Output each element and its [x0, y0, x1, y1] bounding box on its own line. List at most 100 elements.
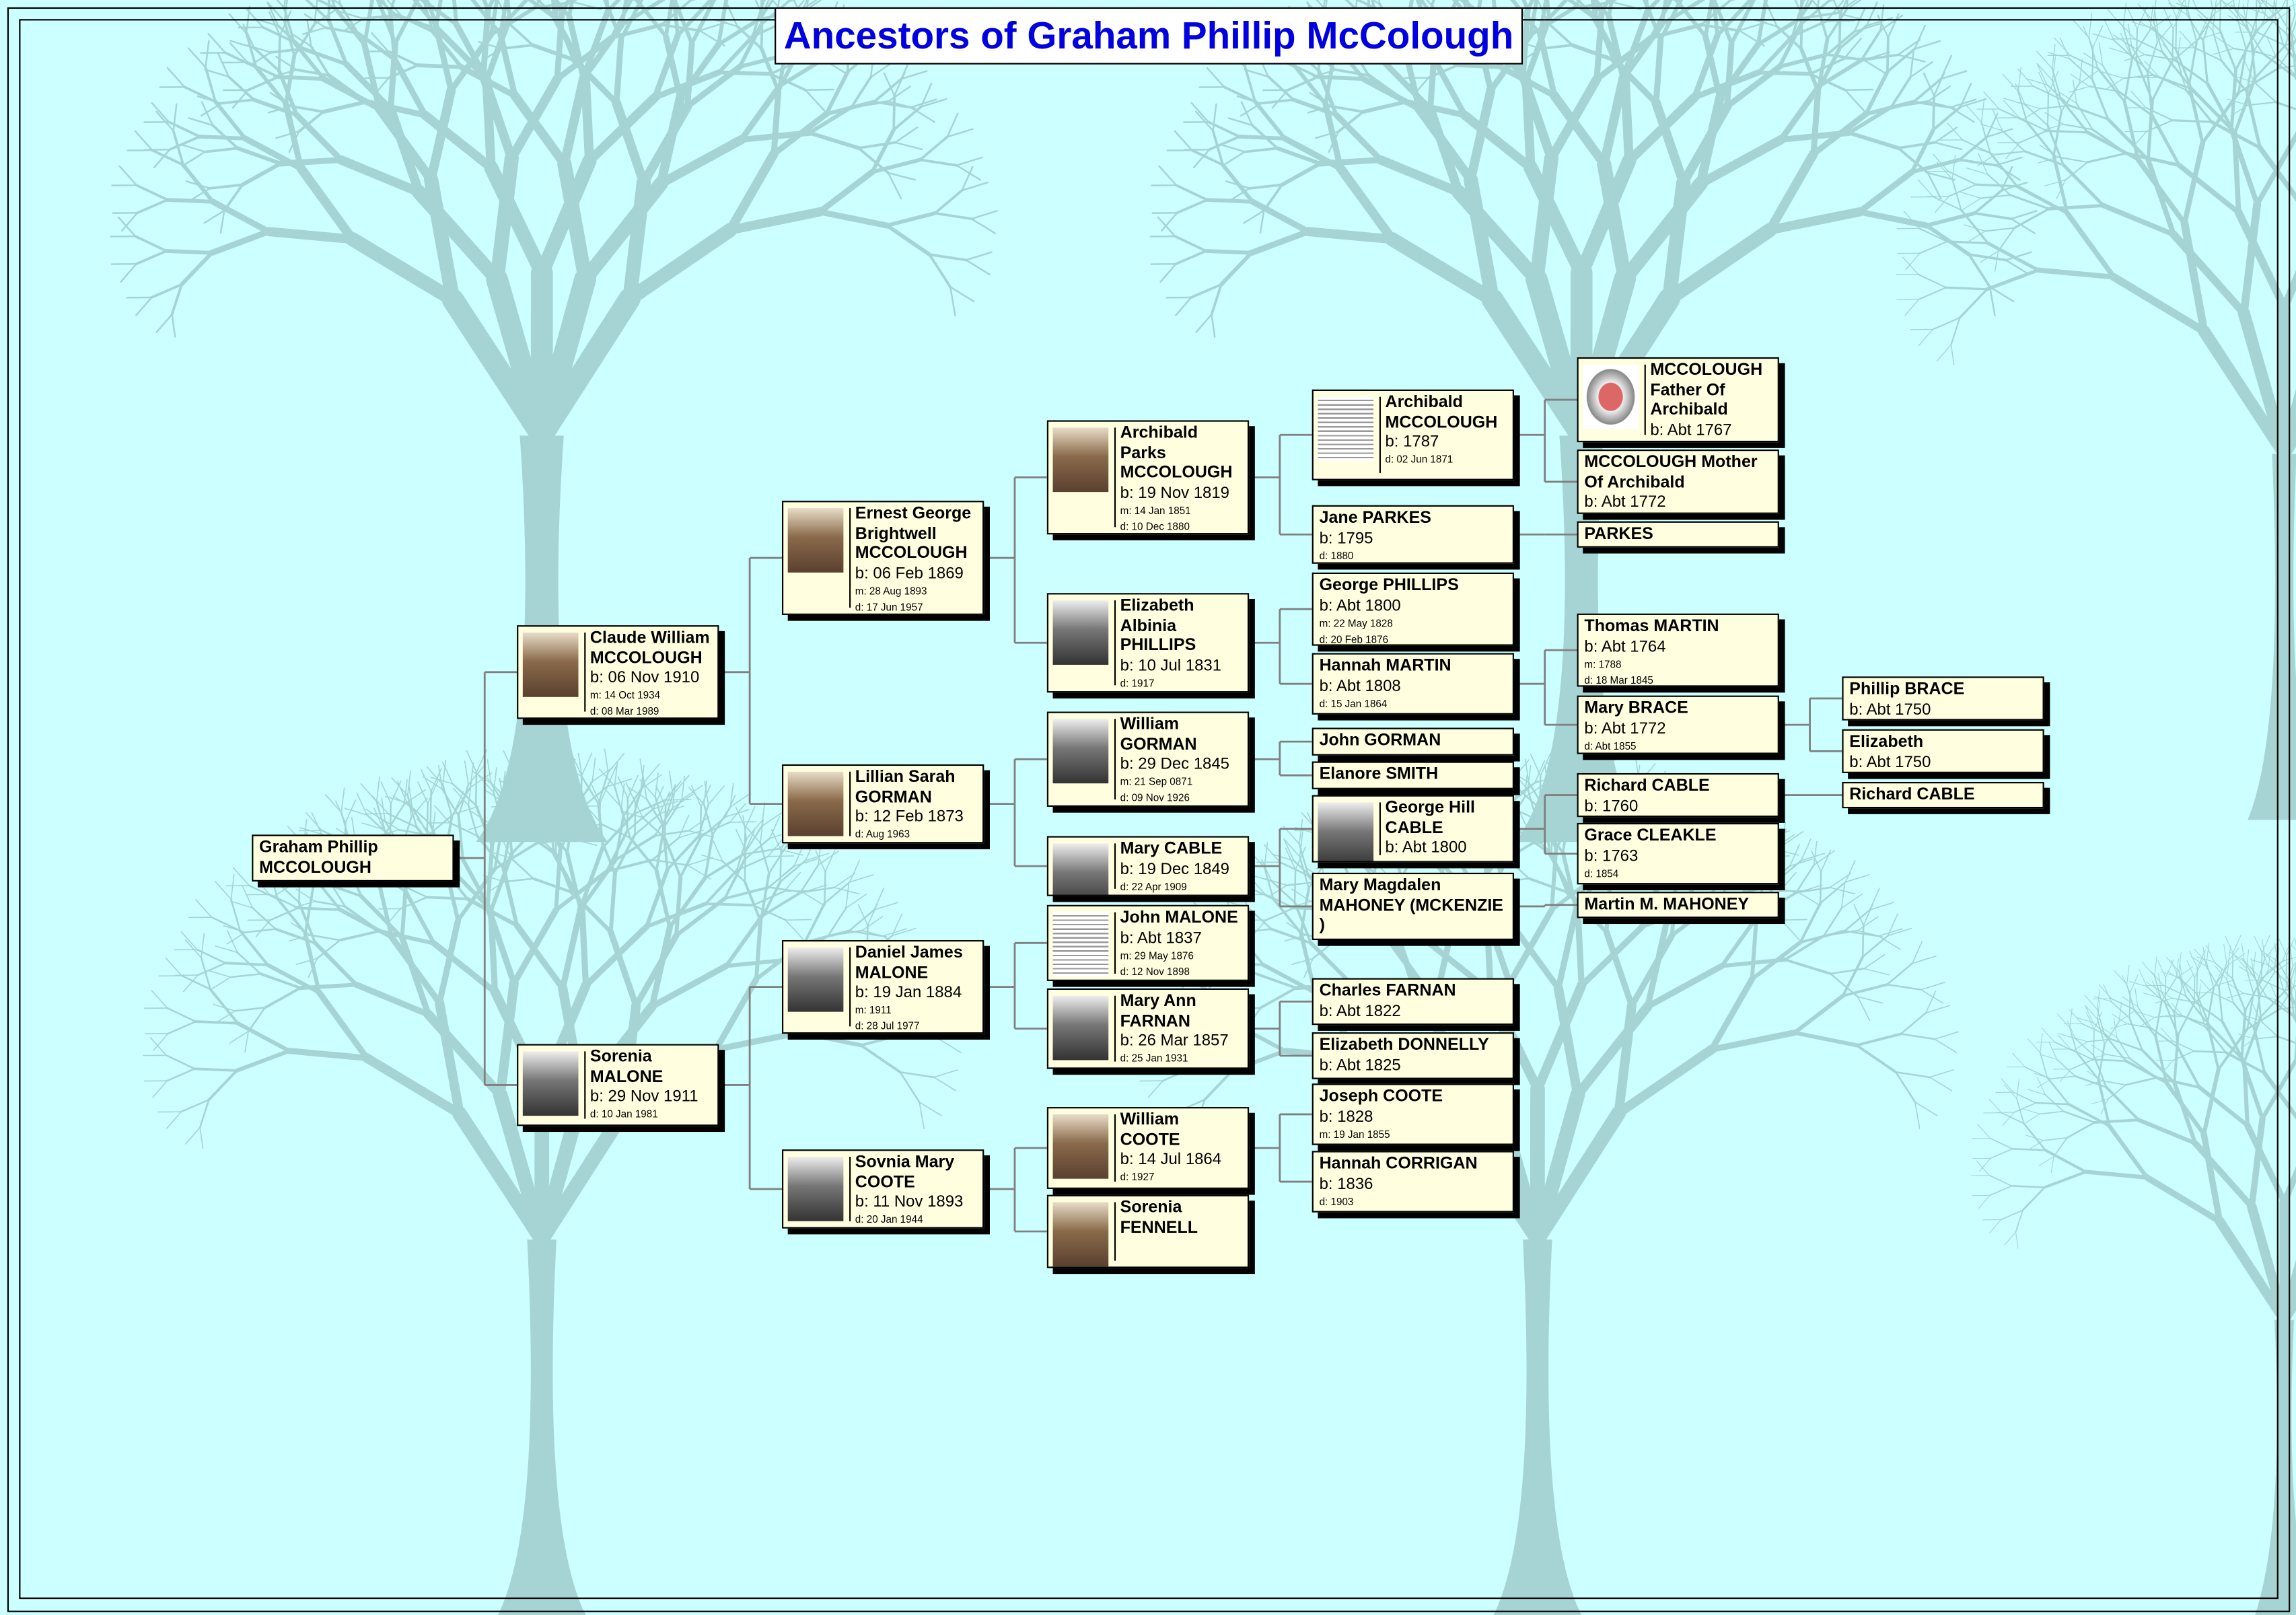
document-image[interactable] — [1052, 912, 1109, 977]
divider — [1644, 364, 1646, 435]
birth-date: b: Abt 1750 — [1849, 753, 1931, 771]
person-box-maryMag[interactable]: Mary Magdalen MAHONEY (MCKENZIE ) — [1312, 872, 1514, 940]
person-name: John MALONE — [1120, 909, 1238, 927]
divider — [1114, 1202, 1116, 1261]
birth-date: b: 29 Nov 1911 — [589, 1087, 698, 1106]
divider — [1379, 802, 1381, 855]
death-date: d: 15 Jan 1864 — [1319, 699, 1388, 710]
person-box-richardC2[interactable]: Richard CABLE — [1842, 781, 2044, 809]
coat-of-arms-image[interactable] — [1583, 364, 1639, 429]
death-date: d: 12 Nov 1898 — [1120, 967, 1190, 978]
birth-date: b: Abt 1767 — [1650, 421, 1732, 439]
person-box-elanore[interactable]: Elanore SMITH — [1312, 761, 1514, 789]
portrait-photo[interactable] — [1052, 719, 1109, 784]
birth-date: b: 19 Nov 1819 — [1120, 484, 1230, 502]
marriage-date: m: 21 Sep 0871 — [1120, 777, 1193, 788]
divider — [849, 1157, 851, 1221]
birth-date: b: Abt 1808 — [1319, 677, 1401, 695]
person-name: Ernest George Brightwell MCCOLOUGH — [855, 505, 972, 563]
birth-date: b: 1795 — [1319, 529, 1373, 547]
person-box-martinM[interactable]: Martin M. MAHONEY — [1577, 892, 1779, 919]
death-date: d: 1927 — [1120, 1172, 1155, 1184]
birth-date: b: 1828 — [1319, 1108, 1373, 1126]
portrait-photo[interactable] — [1052, 1202, 1109, 1267]
portrait-photo[interactable] — [1052, 843, 1109, 895]
person-name: William GORMAN — [1120, 716, 1197, 754]
divider — [584, 633, 586, 712]
death-date: d: 17 Jun 1957 — [855, 602, 923, 613]
portrait-photo[interactable] — [522, 633, 579, 697]
marriage-date: m: 29 May 1876 — [1120, 951, 1194, 962]
person-name: Charles FARNAN — [1319, 982, 1456, 1001]
person-name: Elizabeth DONNELLY — [1319, 1036, 1489, 1054]
death-date: d: 25 Jan 1931 — [1120, 1054, 1188, 1065]
birth-date: b: 12 Feb 1873 — [855, 808, 964, 826]
portrait-photo[interactable] — [1052, 600, 1109, 665]
marriage-date: m: 14 Oct 1934 — [589, 691, 661, 702]
birth-date: b: 14 Jul 1864 — [1120, 1151, 1222, 1169]
marriage-date: m: 22 May 1828 — [1319, 618, 1393, 629]
portrait-photo[interactable] — [522, 1051, 579, 1116]
person-name: Mary CABLE — [1120, 840, 1223, 859]
person-box-johnG[interactable]: John GORMAN — [1312, 727, 1514, 756]
birth-date: b: 1836 — [1319, 1175, 1373, 1193]
marriage-date: m: 1911 — [855, 1005, 892, 1017]
portrait-photo[interactable] — [1052, 427, 1109, 493]
portrait-photo[interactable] — [1318, 802, 1374, 861]
death-date: d: 10 Dec 1880 — [1120, 522, 1190, 532]
divider — [584, 1051, 586, 1119]
portrait-photo[interactable] — [787, 1157, 844, 1221]
person-box-graham[interactable]: Graham Phillip MCCOLOUGH — [252, 834, 454, 882]
divider — [1114, 843, 1116, 889]
document-image[interactable] — [1318, 396, 1374, 462]
portrait-photo[interactable] — [787, 947, 844, 1012]
death-date: d: 1903 — [1319, 1196, 1354, 1208]
birth-date: b: 11 Nov 1893 — [855, 1193, 964, 1211]
person-name: Jane PARKES — [1319, 509, 1432, 528]
divider — [849, 947, 851, 1027]
portrait-photo[interactable] — [1052, 1114, 1109, 1179]
birth-date: b: 26 Mar 1857 — [1120, 1032, 1229, 1050]
portrait-photo[interactable] — [1052, 995, 1109, 1061]
person-name: Sovnia Mary COOTE — [855, 1153, 955, 1192]
person-box-parkes[interactable]: PARKES — [1577, 521, 1779, 548]
death-date: d: Aug 1963 — [855, 830, 910, 841]
birth-date: b: Abt 1822 — [1319, 1002, 1401, 1020]
birth-date: b: Abt 1772 — [1584, 719, 1666, 738]
person-box-soreniaF[interactable]: Sorenia FENNELL — [1046, 1194, 1250, 1268]
portrait-photo[interactable] — [787, 508, 844, 573]
marriage-date: m: 19 Jan 1855 — [1319, 1129, 1390, 1141]
portrait-photo[interactable] — [787, 771, 844, 836]
